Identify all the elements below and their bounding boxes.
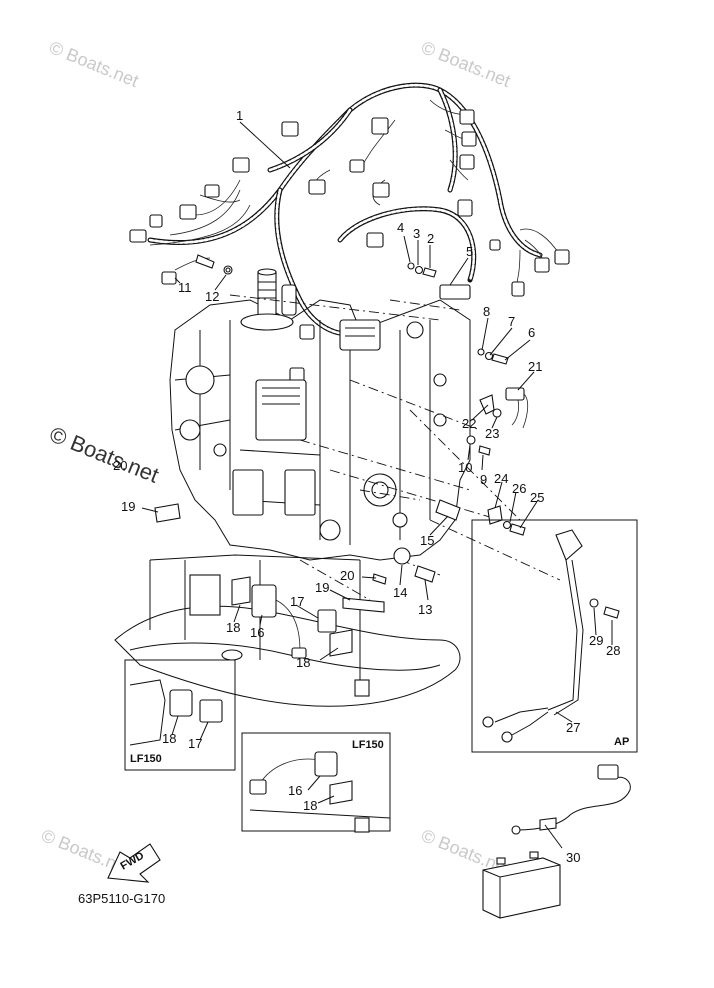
small-parts: [154, 254, 631, 919]
diagram-code: 63P5110-G170: [78, 891, 165, 906]
callout-1: 1: [236, 108, 243, 123]
callout-18: 18: [226, 620, 240, 635]
callout-13: 13: [418, 602, 432, 617]
callout-2: 2: [427, 231, 434, 246]
callout-28: 28: [606, 643, 620, 658]
callout-18: 18: [296, 655, 310, 670]
callout-5: 5: [466, 244, 473, 259]
callout-26: 26: [512, 481, 526, 496]
callout-23: 23: [485, 426, 499, 441]
engine-block: [169, 268, 471, 561]
callout-9: 9: [480, 472, 487, 487]
callout-20: 20: [340, 568, 354, 583]
lower-cowling: [114, 554, 461, 707]
callout-17: 17: [188, 736, 202, 751]
connector-icon: [129, 109, 570, 383]
callout-18: 18: [162, 731, 176, 746]
inset-box-lf150-right: LF150: [241, 732, 391, 833]
callout-24: 24: [494, 471, 508, 486]
callout-19: 19: [315, 580, 329, 595]
watermark: © Boats.net: [419, 37, 514, 91]
callout-numbers: 1 2 3 4 5 6 7 8 9 10 11 12 13 14 15 16 1…: [113, 108, 620, 865]
callout-11: 11: [178, 280, 192, 295]
callout-6: 6: [528, 325, 535, 340]
callout-12: 12: [205, 289, 219, 304]
callout-25: 25: [530, 490, 544, 505]
fwd-arrow-icon: FWD: [107, 843, 161, 883]
inset-box-ap: AP: [471, 519, 638, 753]
callout-14: 14: [393, 585, 407, 600]
callout-17: 17: [290, 594, 304, 609]
callout-15: 15: [420, 533, 434, 548]
callout-10: 10: [458, 460, 472, 475]
callout-21: 21: [528, 359, 542, 374]
callout-4: 4: [397, 220, 404, 235]
callout-7: 7: [508, 314, 515, 329]
callout-16: 16: [250, 625, 264, 640]
callout-30: 30: [566, 850, 580, 865]
callout-3: 3: [413, 226, 420, 241]
callout-22: 22: [462, 416, 476, 431]
callout-29: 29: [589, 633, 603, 648]
callout-leaders: [141, 121, 613, 849]
callout-27: 27: [566, 720, 580, 735]
callout-16: 16: [288, 783, 302, 798]
watermark: © Boats.net: [46, 421, 162, 487]
callout-19: 19: [121, 499, 135, 514]
callout-18: 18: [303, 798, 317, 813]
callout-20: 20: [113, 458, 127, 473]
inset-box-lf150-left: LF150: [124, 659, 236, 771]
box-label-lf150: LF150: [130, 753, 162, 765]
watermark: © Boats.net: [47, 37, 142, 91]
callout-8: 8: [483, 304, 490, 319]
box-label-lf150: LF150: [352, 739, 384, 751]
wire-harness: [147, 82, 561, 337]
leader-lines: [229, 294, 561, 601]
box-label-ap: AP: [614, 736, 629, 748]
